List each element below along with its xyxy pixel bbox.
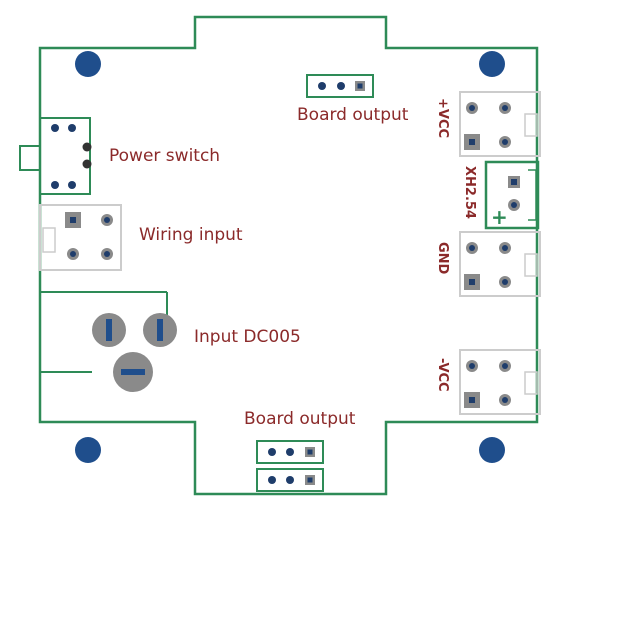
vcc-minus-terminal xyxy=(459,349,541,415)
dc005-jack xyxy=(39,291,177,392)
minus-vcc-label: -VCC xyxy=(435,358,450,392)
mounting-hole-top-left xyxy=(75,51,101,77)
gnd-terminal xyxy=(459,231,541,297)
power-switch xyxy=(19,117,92,195)
board-output-header-bottom xyxy=(256,440,324,492)
gnd-label: GND xyxy=(435,242,450,275)
plus-sign-label: + xyxy=(491,205,508,229)
board-output-header-top xyxy=(306,74,374,98)
plus-vcc-label: +VCC xyxy=(435,98,450,138)
wiring-input-label: Wiring input xyxy=(139,225,243,245)
xh254-connector xyxy=(484,160,540,230)
vcc-plus-terminal xyxy=(459,91,541,157)
board-outline xyxy=(38,15,539,496)
power-switch-label: Power switch xyxy=(109,146,220,166)
xh254-label: XH2.54 xyxy=(462,166,477,219)
mounting-hole-top-right xyxy=(479,51,505,77)
mounting-hole-bottom-right xyxy=(479,437,505,463)
wiring-input-terminal xyxy=(39,204,122,271)
board-output-top-label: Board output xyxy=(297,105,409,125)
input-dc005-label: Input DC005 xyxy=(194,327,301,347)
board-output-bottom-label: Board output xyxy=(244,409,356,429)
mounting-hole-bottom-left xyxy=(75,437,101,463)
